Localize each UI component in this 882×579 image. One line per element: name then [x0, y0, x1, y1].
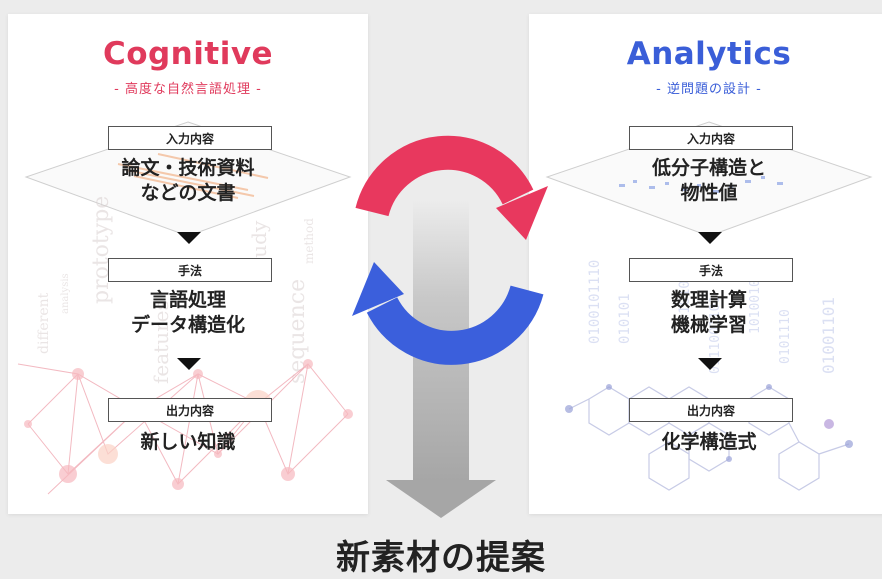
- flow-down-triangle: [698, 232, 722, 244]
- input-text-line: 低分子構造と: [651, 157, 766, 179]
- input-text-line: などの文書: [140, 182, 236, 204]
- svg-text:prototype: prototype: [89, 196, 114, 304]
- input-text-line: 物性値: [680, 182, 738, 204]
- method-text: 数理計算 機械学習: [529, 288, 882, 338]
- output-label: 出力内容: [629, 398, 793, 422]
- analytics-card: 0100101110 010101 1010 0111001101 101001…: [529, 14, 882, 514]
- svg-text:0100101110: 0100101110: [587, 260, 603, 344]
- input-text-line: 論文・技術資料: [121, 157, 255, 179]
- method-text-line: 言語処理: [149, 289, 226, 311]
- output-label: 出力内容: [108, 398, 272, 422]
- svg-text:01001101: 01001101: [819, 297, 838, 374]
- method-label: 手法: [108, 258, 272, 282]
- analytics-title: Analytics: [626, 36, 792, 72]
- analytics-subtitle: - 逆問題の設計 -: [656, 82, 762, 97]
- flow-down-triangle: [177, 232, 201, 244]
- method-label: 手法: [629, 258, 793, 282]
- cognitive-subtitle: - 高度な自然言語処理 -: [114, 82, 262, 97]
- svg-text:010101: 010101: [617, 293, 633, 344]
- svg-text:different: different: [36, 292, 52, 354]
- input-text: 低分子構造と 物性値: [529, 156, 882, 206]
- input-label: 入力内容: [108, 126, 272, 150]
- output-text: 化学構造式: [661, 431, 757, 453]
- method-text: 言語処理 データ構造化: [8, 288, 368, 338]
- input-text: 論文・技術資料 などの文書: [8, 156, 368, 206]
- flow-down-triangle: [177, 358, 201, 370]
- molecule-decoration: 0100101110 010101 1010 0111001101 101001…: [545, 121, 873, 491]
- output-text: 新しい知識: [140, 431, 236, 453]
- flow-down-triangle: [698, 358, 722, 370]
- svg-text:10100101: 10100101: [748, 271, 763, 334]
- method-text-line: データ構造化: [130, 314, 245, 336]
- red-cycle-arrow: [355, 135, 548, 240]
- proposal-title: 新素材の提案: [336, 538, 546, 578]
- method-text-line: 数理計算: [670, 289, 747, 311]
- cognitive-card: prototype study sequence method features…: [8, 14, 368, 514]
- svg-text:0111001101: 0111001101: [708, 296, 723, 374]
- svg-text:1010: 1010: [677, 280, 693, 314]
- method-text-line: 機械学習: [670, 314, 747, 336]
- input-label: 入力内容: [629, 126, 793, 150]
- svg-text:0101110: 0101110: [778, 309, 793, 364]
- svg-text:method: method: [302, 218, 316, 264]
- svg-text:analysis: analysis: [60, 273, 71, 314]
- blue-cycle-arrow: [352, 262, 544, 365]
- cognitive-title: Cognitive: [102, 36, 274, 72]
- svg-text:features: features: [149, 300, 173, 384]
